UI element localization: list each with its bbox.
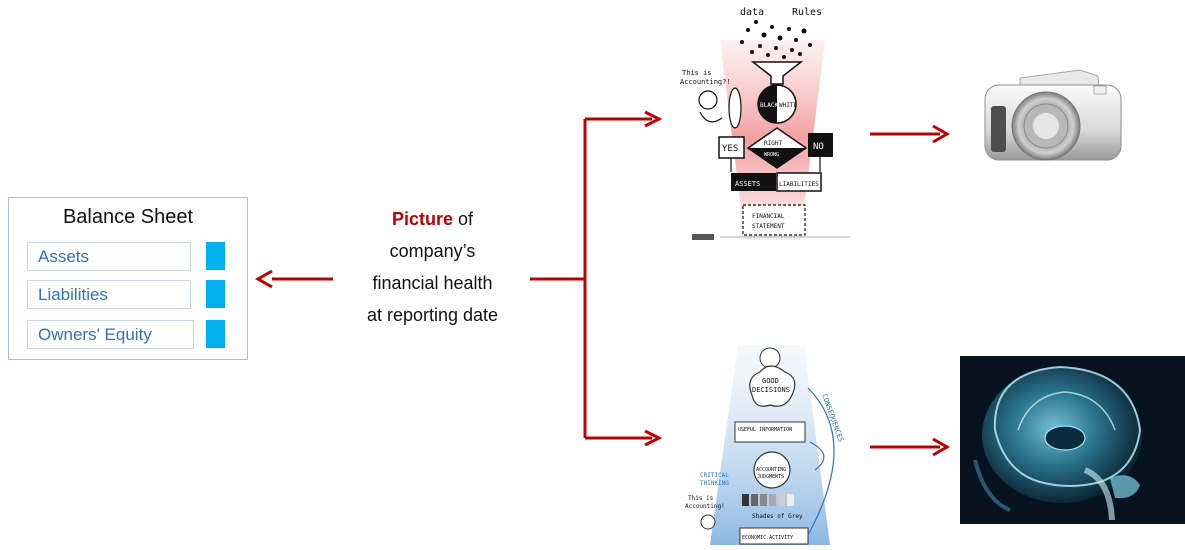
shades-label: Shades of Grey [752,513,803,520]
assets-row: Assets [27,242,191,271]
balance-sheet-card: Balance Sheet Assets Liabilities Owners'… [8,197,248,360]
wrong-label: WRONG [764,152,779,158]
bracket-connector [530,110,663,447]
good-label: GOOD [762,377,779,385]
rules-label: Rules [792,7,822,18]
liabilities-label: Liabilities [38,285,108,304]
caption-line-3: financial health [372,273,493,293]
this-is-label: This is [682,69,712,77]
caption-line-2: company’s [389,241,476,261]
caption-line-4: at reporting date [366,305,499,325]
critical-label: CRITICAL [700,472,729,479]
data-label: data [740,7,764,18]
arrow-to-balance-sheet [254,269,333,289]
camera-icon [984,69,1122,161]
assets-label: Assets [38,247,90,266]
statement-label: STATEMENT [752,223,785,230]
center-caption: Picture of company’s financial health at… [330,203,535,331]
no-label: NO [813,142,824,152]
owners-equity-row: Owners' Equity [27,320,194,349]
judgments-label: JUDGMENTS [757,474,784,480]
accounting-question-label: Accounting?! [680,78,731,86]
yes-label: YES [722,144,738,154]
economic-activity-label: ECONOMIC ACTIVITY [742,535,793,541]
accounting-sketch-top: data Rules BLACK WHITE RIGHT WRONG YES N… [680,7,850,240]
assets-bar [206,242,225,270]
accounting-judgments-label: ACCOUNTING [756,467,786,473]
right-label: RIGHT [764,140,782,147]
accounting-exclaim-label: Accounting! [685,503,725,510]
assets-sketch-label: ASSETS [735,180,760,188]
owners-equity-label: Owners' Equity [38,325,152,344]
brain-mri-image [960,356,1185,524]
decisions-label: DECISIONS [752,386,790,394]
balance-sheet-title: Balance Sheet [62,206,194,228]
picture-highlight: Picture [391,209,453,229]
white-label: WHITE [779,102,797,109]
thinking-label: THINKING [700,480,729,487]
this-is-bottom-label: This is [688,495,714,502]
caption-line-1-rest: of [453,209,474,229]
liabilities-sketch-label: LIABILITIES [779,181,819,188]
liabilities-bar [206,280,225,308]
black-label: BLACK [760,102,778,109]
arrow-to-mri [870,437,951,457]
caption-line-1: Picture of [330,203,535,235]
financial-label: FINANCIAL [752,213,785,220]
liabilities-row: Liabilities [27,280,191,309]
owners-equity-bar [206,320,225,348]
useful-info-label: USEFUL INFORMATION [738,427,792,433]
accounting-sketch-bottom: GOOD DECISIONS USEFUL INFORMATION ACCOUN… [685,345,845,545]
arrow-to-camera [870,124,951,144]
